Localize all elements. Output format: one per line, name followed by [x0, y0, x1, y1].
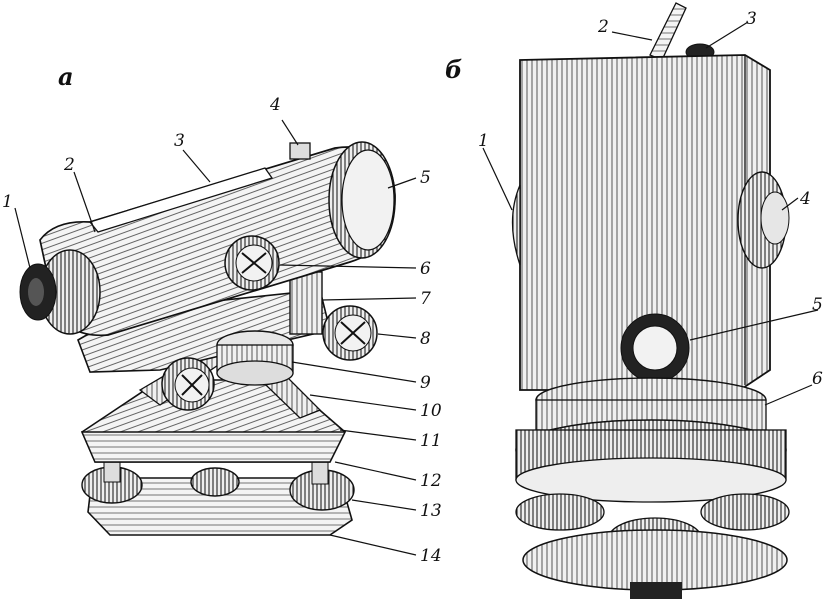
label-a-9: 9: [420, 373, 431, 393]
label-a-5: 5: [420, 168, 431, 188]
label-b-1: 1: [478, 131, 489, 151]
label-b-2: 2: [597, 17, 609, 37]
leaders-a: [14, 119, 417, 556]
leaders-b: [482, 21, 819, 406]
label-a-4: 4: [269, 95, 281, 115]
label-a-11: 11: [420, 431, 442, 451]
label-b-5: 5: [812, 295, 823, 315]
side-knob: [737, 171, 790, 269]
instrument-a: [19, 141, 396, 536]
label-b-3: 3: [746, 9, 757, 29]
label-a-2: 2: [63, 155, 75, 175]
label-a-13: 13: [420, 501, 442, 521]
level-vial: [88, 167, 274, 233]
label-a-8: 8: [420, 329, 431, 349]
label-a-3: 3: [174, 131, 185, 151]
eyepiece: [19, 249, 101, 335]
label-a-6: 6: [420, 259, 431, 279]
gear-knob: [620, 313, 690, 383]
label-b-6: 6: [812, 369, 823, 389]
label-a-14: 14: [420, 546, 442, 566]
label-b-4: 4: [799, 189, 811, 209]
label-a-1: 1: [2, 192, 13, 212]
azimuth-dial: [522, 529, 788, 591]
focus-knob: [224, 235, 280, 291]
instrument-b: [511, 2, 790, 599]
label-a-10: 10: [420, 401, 442, 421]
slow-motion-screw: [161, 357, 215, 411]
foot-screws: [81, 459, 355, 511]
panel-b-letter: б: [445, 55, 462, 84]
elevation-screw: [322, 305, 378, 361]
panel-a-letter: а: [58, 62, 74, 91]
label-a-12: 12: [420, 471, 442, 491]
label-a-7: 7: [420, 289, 431, 309]
